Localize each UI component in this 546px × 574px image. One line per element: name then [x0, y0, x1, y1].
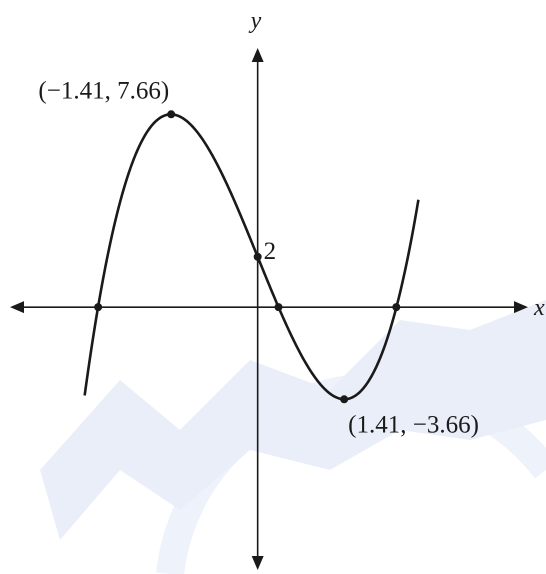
y-axis-arrow-down	[251, 556, 264, 570]
local-max-point	[167, 110, 176, 119]
y-axis-label: y	[249, 8, 262, 34]
y-axis-arrow-up	[251, 48, 264, 62]
middle-root-point	[274, 303, 283, 312]
x-axis-arrow-left	[10, 301, 24, 314]
local-min-label: (1.41, −3.66)	[348, 411, 479, 438]
watermark	[40, 300, 546, 574]
local-max-label: (−1.41, 7.66)	[38, 77, 169, 104]
right-root-point	[392, 303, 401, 312]
y-intercept-label: 2	[264, 238, 277, 265]
cubic-curve	[83, 113, 420, 401]
x-axis-label: x	[533, 295, 545, 321]
left-root-point	[94, 303, 103, 312]
x-axis-arrow-right	[514, 301, 528, 314]
watermark-letters	[40, 300, 546, 540]
local-min-point	[340, 395, 349, 404]
y-intercept-point	[253, 252, 262, 261]
points: (−1.41, 7.66) 2 (1.41, −3.66)	[38, 77, 479, 438]
